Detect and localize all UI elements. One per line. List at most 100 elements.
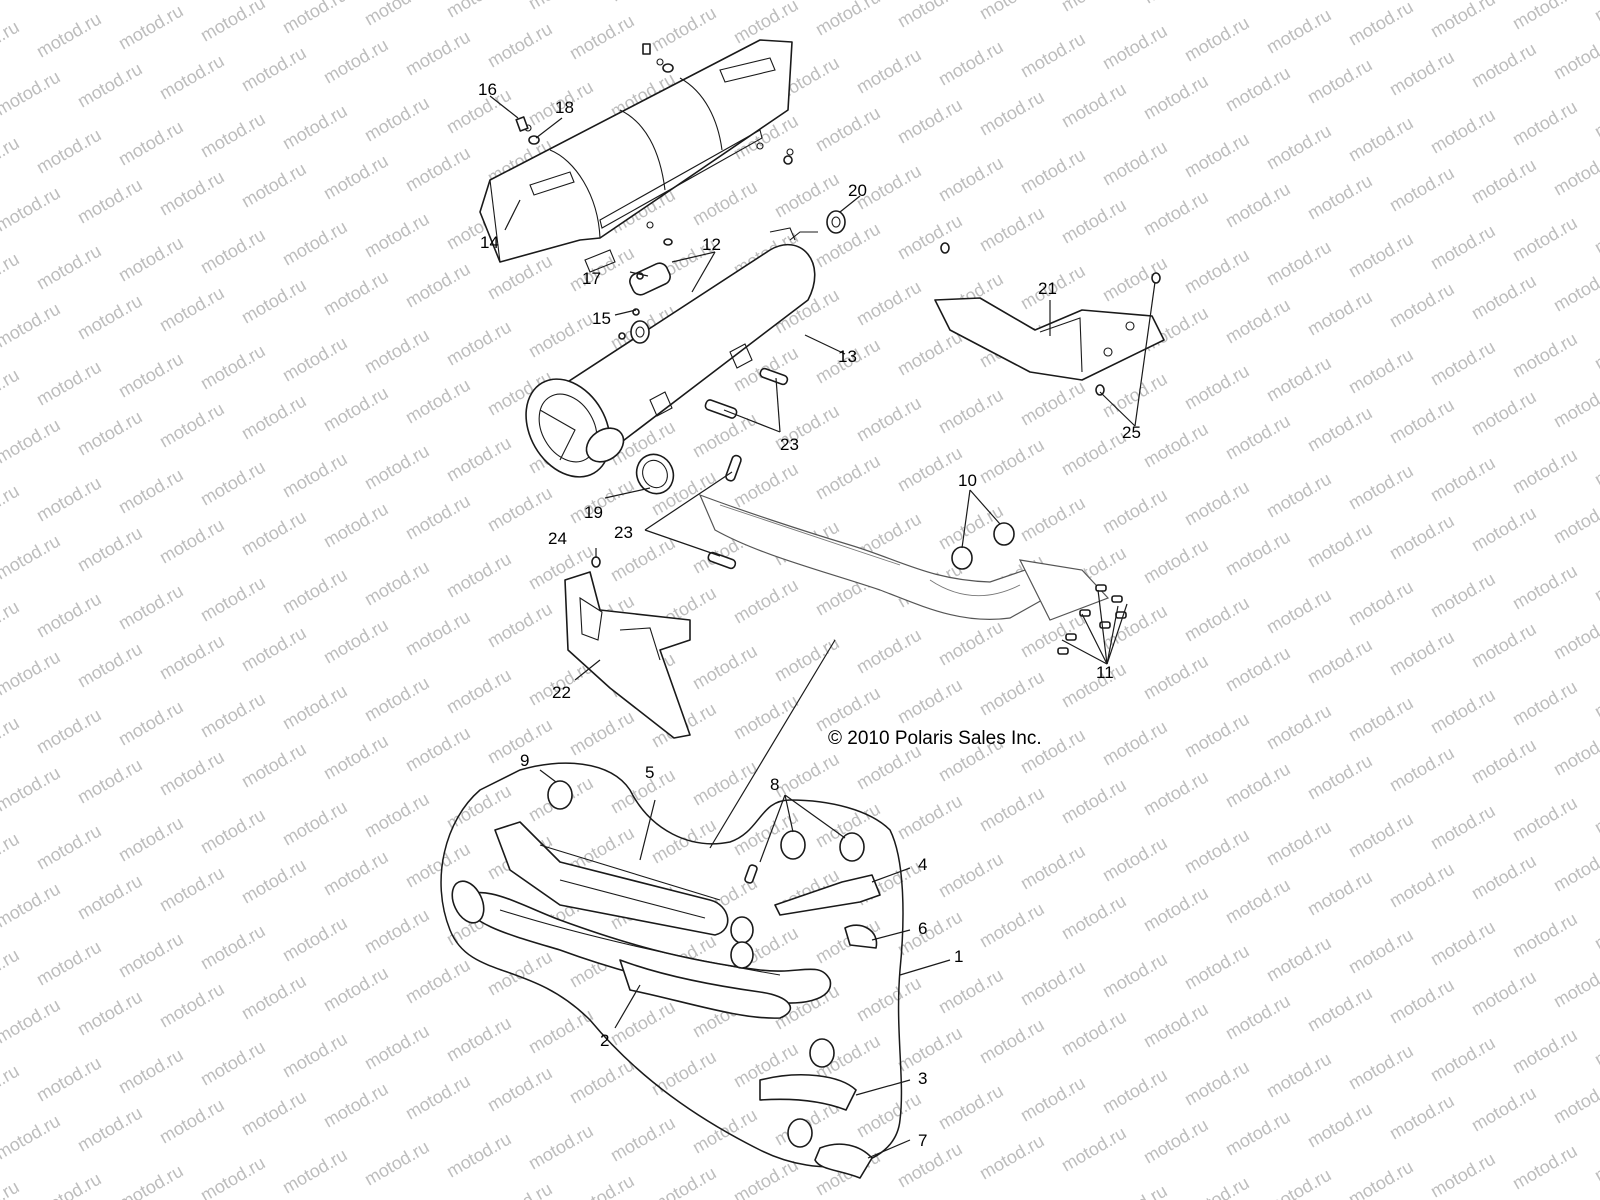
watermark-text: motod.ru	[74, 871, 146, 924]
watermark-text: motod.ru	[279, 565, 351, 618]
watermark-text: motod.ru	[33, 125, 105, 178]
watermark-text: motod.ru	[402, 723, 474, 776]
watermark-text: motod.ru	[74, 639, 146, 692]
watermark-text: motod.ru	[238, 275, 310, 328]
watermark-text: motod.ru	[1468, 503, 1540, 556]
watermark-text: motod.ru	[1345, 925, 1417, 978]
callout-23-lower: 23	[614, 523, 633, 542]
watermark-text: motod.ru	[484, 1063, 556, 1116]
watermark-text: motod.ru	[1140, 71, 1212, 124]
watermark-text: motod.ru	[238, 739, 310, 792]
watermark-text: motod.ru	[320, 267, 392, 320]
watermark-text: motod.ru	[935, 153, 1007, 206]
watermark-text: motod.ru	[402, 1071, 474, 1124]
watermark-text: motod.ru	[1263, 121, 1335, 174]
callout-4: 4	[918, 855, 927, 874]
watermark-text: motod.ru	[1550, 1075, 1600, 1128]
watermark-text: motod.ru	[1386, 859, 1458, 912]
watermark-text: motod.ru	[1550, 611, 1600, 664]
o-ring-parts	[951, 522, 1015, 570]
watermark-text: motod.ru	[1509, 1025, 1581, 1078]
watermark-text: motod.ru	[33, 9, 105, 62]
watermark-text: motod.ru	[1099, 137, 1171, 190]
callout-8: 8	[770, 775, 779, 794]
watermark-text: motod.ru	[1386, 1091, 1458, 1144]
watermark-text: motod.ru	[1468, 39, 1540, 92]
watermark-text: motod.ru	[320, 35, 392, 88]
watermark-text: motod.ru	[853, 277, 925, 330]
watermark-text: motod.ru	[1263, 353, 1335, 406]
watermark-text: motod.ru	[1058, 0, 1130, 15]
watermark-text: motod.ru	[33, 821, 105, 874]
watermark-text: motod.ru	[74, 59, 146, 112]
side-heat-shield-part	[564, 556, 691, 739]
watermark-text: motod.ru	[1468, 155, 1540, 208]
watermark-text: motod.ru	[115, 697, 187, 750]
watermark-text: motod.ru	[689, 641, 761, 694]
callout-2: 2	[600, 1031, 609, 1050]
watermark-text: motod.ru	[1017, 377, 1089, 430]
watermark-text: motod.ru	[279, 1029, 351, 1082]
watermark-text: motod.ru	[156, 515, 228, 568]
watermark-text: motod.ru	[1140, 1115, 1212, 1168]
watermark-text: motod.ru	[238, 855, 310, 908]
watermark-text: motod.ru	[1222, 643, 1294, 696]
watermark-text: motod.ru	[1386, 511, 1458, 564]
watermark-text: motod.ru	[361, 557, 433, 610]
watermark-text: motod.ru	[115, 1161, 187, 1200]
watermark-text: motod.ru	[1099, 833, 1171, 886]
watermark-text: motod.ru	[0, 531, 64, 584]
callout-25: 25	[1122, 423, 1141, 442]
watermark-text: motod.ru	[976, 435, 1048, 488]
watermark-text: motod.ru	[0, 597, 23, 650]
watermark-text: motod.ru	[1468, 619, 1540, 672]
watermark-text: motod.ru	[279, 217, 351, 270]
watermark-text: motod.ru	[156, 863, 228, 916]
watermark-text: motod.ru	[1304, 171, 1376, 224]
watermark-text: motod.ru	[935, 37, 1007, 90]
watermark-text: motod.ru	[894, 95, 966, 148]
watermark-text: motod.ru	[361, 441, 433, 494]
watermark-text: motod.ru	[1591, 89, 1600, 142]
watermark-text: motod.ru	[1140, 883, 1212, 936]
spring-parts	[704, 367, 789, 570]
callout-10: 10	[958, 471, 977, 490]
watermark-text: motod.ru	[156, 283, 228, 336]
watermark-text: motod.ru	[33, 589, 105, 642]
watermark-text: motod.ru	[1263, 237, 1335, 290]
watermark-text: motod.ru	[320, 847, 392, 900]
watermark-text: motod.ru	[1345, 113, 1417, 166]
watermark-text: motod.ru	[1263, 1049, 1335, 1102]
watermark-text: motod.ru	[484, 599, 556, 652]
callout-21: 21	[1038, 279, 1057, 298]
watermark-text: motod.ru	[1099, 1181, 1171, 1200]
watermark-text: motod.ru	[1140, 535, 1212, 588]
watermark-text: motod.ru	[935, 849, 1007, 902]
watermark-text: motod.ru	[238, 159, 310, 212]
watermark-text: motod.ru	[1181, 709, 1253, 762]
watermark-text: motod.ru	[730, 691, 802, 744]
watermark-text: motod.ru	[156, 747, 228, 800]
watermark-text: motod.ru	[648, 3, 720, 56]
watermark-text: motod.ru	[1181, 13, 1253, 66]
watermark-text: motod.ru	[1099, 369, 1171, 422]
watermark-text: motod.ru	[402, 143, 474, 196]
watermark-text: motod.ru	[1345, 809, 1417, 862]
watermark-text: motod.ru	[279, 101, 351, 154]
watermark-text: motod.ru	[1181, 361, 1253, 414]
callout-24: 24	[548, 529, 567, 548]
watermark-text: motod.ru	[1099, 717, 1171, 770]
watermark-text: motod.ru	[1058, 1007, 1130, 1060]
watermark-text: motod.ru	[1550, 147, 1600, 200]
elbow-parts	[759, 874, 881, 1179]
watermark-text: motod.ru	[115, 117, 187, 170]
watermark-text: motod.ru	[976, 1015, 1048, 1068]
watermark-text: motod.ru	[1591, 1133, 1600, 1186]
watermark-text: motod.ru	[1222, 63, 1294, 116]
watermark-text: motod.ru	[74, 175, 146, 228]
watermark-text: motod.ru	[1058, 659, 1130, 712]
watermark-text: motod.ru	[1386, 395, 1458, 448]
watermark-text: motod.ru	[1550, 843, 1600, 896]
callout-20: 20	[848, 181, 867, 200]
watermark-text: motod.ru	[1304, 751, 1376, 804]
